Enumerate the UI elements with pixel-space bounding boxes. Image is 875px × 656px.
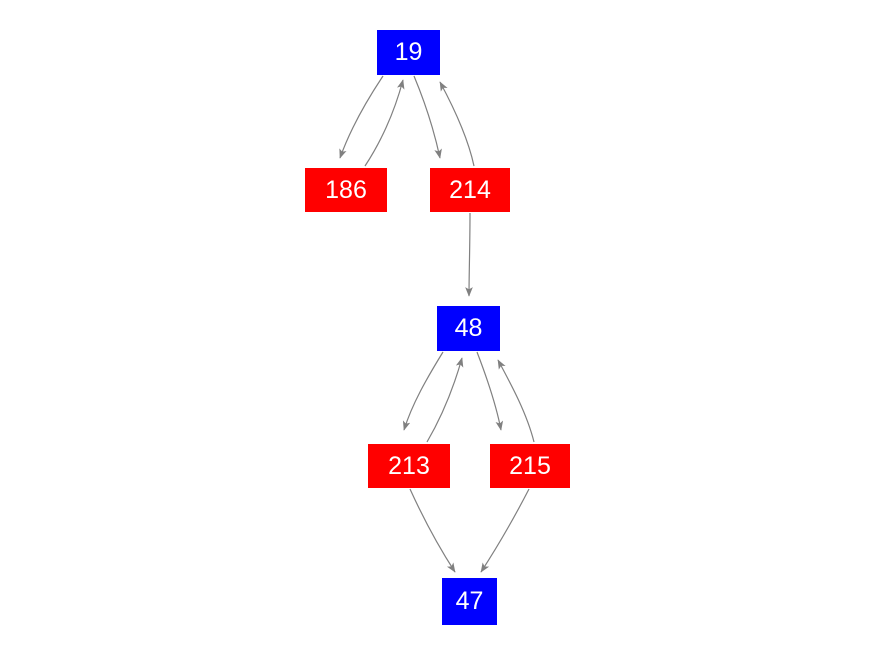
graph-node-213[interactable]: 213 [368,444,450,488]
graph-node-48[interactable]: 48 [437,306,500,351]
graph-node-186[interactable]: 186 [305,168,387,212]
graph-edge [402,351,444,431]
graph-node-label: 48 [454,314,483,342]
graph-edge [426,357,464,443]
graph-node-215[interactable]: 215 [490,444,570,488]
graph-node-label: 47 [455,587,484,615]
graph-edge [439,81,475,167]
graph-edge [497,359,535,443]
graph-edge [476,351,504,431]
graph-edge [480,488,530,573]
graph-node-label: 213 [388,451,430,480]
graph-edge [364,79,405,167]
graph-node-label: 19 [394,38,423,66]
graph-node-label: 215 [509,451,551,480]
graph-edge [339,75,384,159]
graph-edge [413,75,442,159]
graph-node-label: 214 [449,175,491,204]
graph-node-19[interactable]: 19 [377,30,440,75]
graph-edge [409,488,456,573]
graph-node-214[interactable]: 214 [430,168,510,212]
graph-node-47[interactable]: 47 [442,578,497,625]
graph-node-label: 186 [325,175,367,204]
graph-edge [465,212,473,297]
graph-edges [339,75,535,573]
